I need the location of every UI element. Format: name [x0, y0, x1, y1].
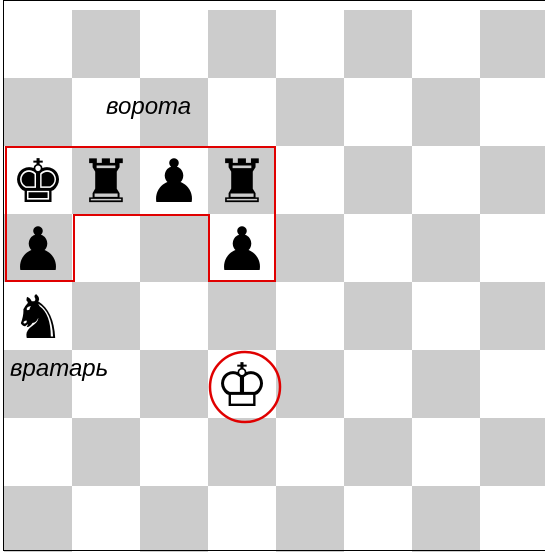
board-square — [72, 282, 140, 350]
board-square — [4, 10, 72, 78]
board-square — [480, 214, 545, 282]
board-square — [412, 10, 480, 78]
board-square — [140, 418, 208, 486]
board-square — [140, 282, 208, 350]
board-square — [276, 214, 344, 282]
board-square — [344, 486, 412, 552]
board-square — [276, 418, 344, 486]
board-square — [412, 78, 480, 146]
board-square — [276, 282, 344, 350]
board-square — [480, 282, 545, 350]
board-square — [480, 350, 545, 418]
board-square — [344, 282, 412, 350]
board-square — [276, 486, 344, 552]
board-square — [72, 486, 140, 552]
board-square — [208, 282, 276, 350]
board-square — [344, 10, 412, 78]
goal-label: ворота — [106, 93, 191, 121]
board-square — [412, 214, 480, 282]
board-square — [72, 214, 140, 282]
board-square — [412, 486, 480, 552]
board-square — [412, 418, 480, 486]
board-square — [412, 282, 480, 350]
board-square — [480, 418, 545, 486]
board-square — [344, 350, 412, 418]
black-rook-icon: ♜ — [79, 147, 133, 217]
board-square — [480, 486, 545, 552]
board-square — [344, 214, 412, 282]
board-square — [4, 78, 72, 146]
board-square — [480, 78, 545, 146]
board-square — [276, 78, 344, 146]
board-square — [412, 146, 480, 214]
board-square — [480, 10, 545, 78]
board-square — [344, 418, 412, 486]
board-square — [140, 350, 208, 418]
white-king-icon: ♔ — [215, 351, 269, 421]
black-rook-icon: ♜ — [215, 147, 269, 217]
board-square — [412, 350, 480, 418]
board-square — [276, 146, 344, 214]
board-square — [208, 418, 276, 486]
board-square — [72, 10, 140, 78]
board-square — [276, 10, 344, 78]
board-square — [208, 486, 276, 552]
board-square — [480, 146, 545, 214]
board-square — [140, 10, 208, 78]
black-pawn-icon: ♟ — [147, 147, 201, 217]
black-pawn-icon: ♟ — [215, 215, 269, 285]
board-square — [72, 418, 140, 486]
board-square — [208, 78, 276, 146]
black-king-icon: ♚ — [11, 147, 65, 217]
board-square — [208, 10, 276, 78]
board-square — [344, 78, 412, 146]
black-pawn-icon: ♟ — [11, 215, 65, 285]
black-knight-icon: ♞ — [11, 283, 65, 353]
board-square — [344, 146, 412, 214]
board-square — [276, 350, 344, 418]
board-square — [4, 418, 72, 486]
board-square — [140, 214, 208, 282]
keeper-label: вратарь — [10, 355, 108, 383]
board-square — [4, 486, 72, 552]
board-square — [140, 486, 208, 552]
